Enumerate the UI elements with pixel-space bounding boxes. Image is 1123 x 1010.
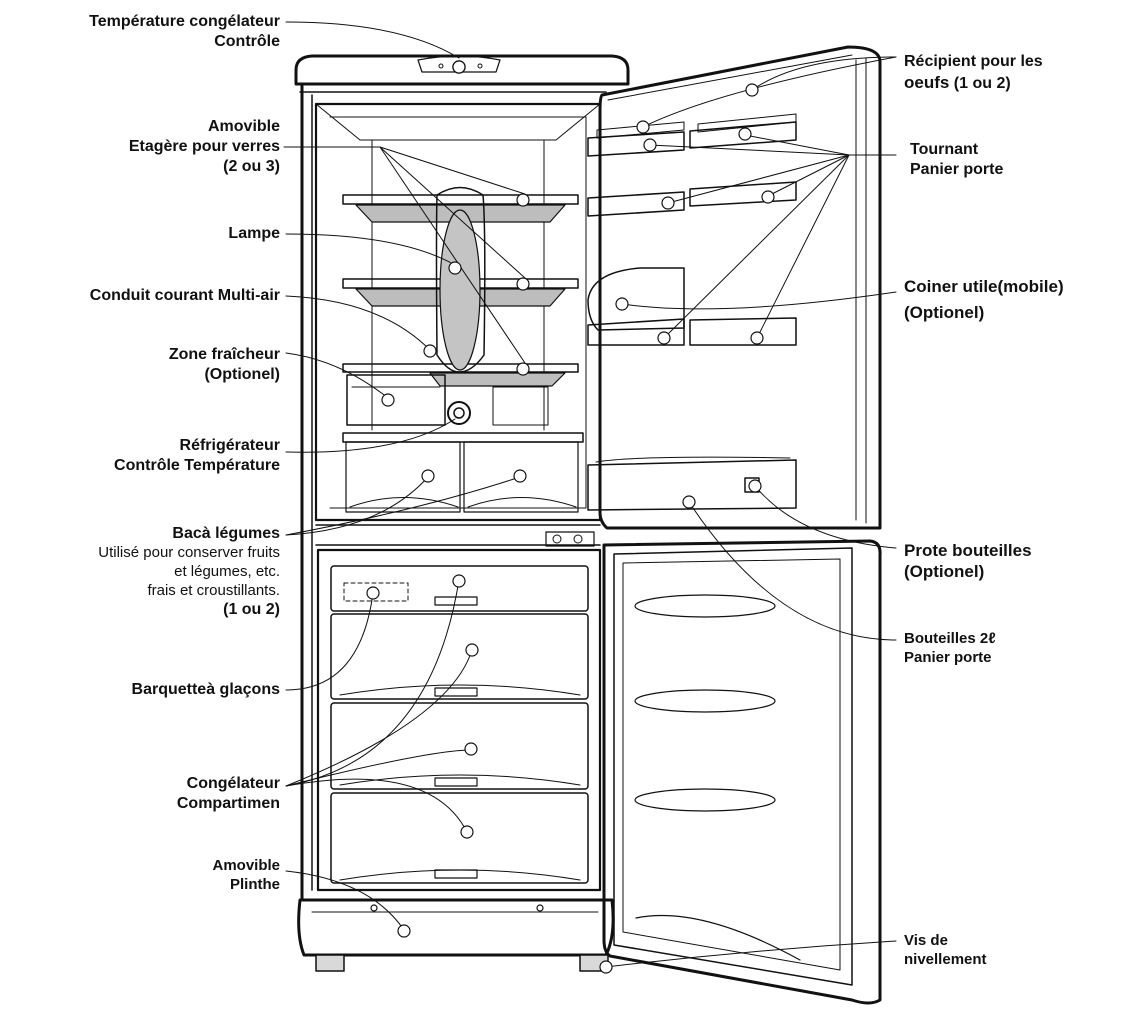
leader-lines bbox=[283, 21, 897, 968]
label-line: Amovible bbox=[207, 118, 280, 135]
label-glass-shelf: Amovible Etagère pour verres (2 ou 3) bbox=[129, 117, 280, 177]
label-line: Panier porte bbox=[910, 161, 1004, 178]
label-line: Plinthe bbox=[229, 875, 280, 893]
label-line: Réfrigérateur bbox=[179, 437, 280, 454]
fridge-temp-control[interactable] bbox=[447, 401, 471, 425]
freezer-section bbox=[316, 548, 602, 892]
label-word: (1 ou 2) bbox=[953, 75, 1011, 92]
ice-tray bbox=[343, 582, 409, 602]
label-freezer-temperature-control: Température congélateur Contrôle bbox=[89, 12, 280, 52]
label-line: Conduit courant Multi-air bbox=[89, 287, 280, 304]
label-line: oeufs (1 ou 2) bbox=[904, 72, 1043, 94]
freezer-drawer-3[interactable] bbox=[330, 702, 589, 790]
label-line: nivellement bbox=[904, 950, 987, 968]
label-line: Panier porte bbox=[904, 648, 992, 666]
label-removable-plinth: Amovible Plinthe bbox=[212, 857, 280, 895]
leveling-feet bbox=[315, 954, 609, 972]
label-vegetable-crisper: Bacà légumes Utilisé pour conserver frui… bbox=[98, 524, 280, 620]
top-cap bbox=[294, 54, 630, 93]
label-ice-tray: Barquetteà glaçons bbox=[132, 680, 280, 700]
label-utility-corner: Coiner utile(mobile) (Optionel) bbox=[904, 274, 1064, 325]
callout-markers bbox=[366, 60, 775, 974]
label-line: Tournant bbox=[910, 141, 979, 158]
label-line: Contrôle bbox=[214, 33, 280, 50]
label-line: Zone fraîcheur bbox=[168, 346, 280, 363]
label-line: Récipient pour les bbox=[904, 53, 1043, 70]
label-line: Vis de bbox=[904, 932, 948, 949]
plinth[interactable] bbox=[297, 898, 615, 957]
freezer-drawer-4[interactable] bbox=[330, 792, 589, 884]
label-line: Bacà légumes bbox=[172, 525, 280, 542]
label-line: (Optionel) bbox=[904, 562, 985, 582]
freezer-drawer-2[interactable] bbox=[330, 613, 589, 700]
label-line: Température congélateur bbox=[89, 13, 280, 30]
label-line: Utilisé pour conserver fruits bbox=[98, 544, 280, 561]
label-leveling-screws: Vis de nivellement bbox=[904, 932, 987, 970]
lamp bbox=[439, 209, 481, 371]
label-freezer-compartment: Congélateur Compartimen bbox=[177, 774, 280, 814]
label-line: Congélateur bbox=[186, 775, 280, 792]
label-lamp: Lampe bbox=[228, 224, 280, 244]
label-line: Coiner utile(mobile) bbox=[904, 277, 1064, 296]
fridge-cabinet bbox=[300, 82, 602, 902]
label-line: Etagère pour verres bbox=[128, 138, 280, 155]
label-line: Compartimen bbox=[176, 795, 280, 812]
label-line: frais et croustillants. bbox=[147, 581, 280, 599]
label-fresh-zone: Zone fraîcheur (Optionel) bbox=[169, 345, 280, 385]
door-baskets bbox=[587, 113, 797, 511]
label-line: Lampe bbox=[228, 225, 280, 242]
freezer-door[interactable] bbox=[602, 539, 882, 1005]
label-line: (Optionel) bbox=[904, 302, 985, 322]
label-line: Amovible bbox=[212, 857, 280, 874]
label-2l-bottle-door-basket: Bouteilles 2ℓ Panier porte bbox=[904, 630, 996, 668]
lamp-cover bbox=[435, 186, 486, 373]
label-fridge-temperature-control: Réfrigérateur Contrôle Température bbox=[114, 436, 280, 476]
label-line: (Optionel) bbox=[204, 366, 280, 383]
corner-utility bbox=[587, 267, 685, 331]
label-rotating-door-basket: Tournant Panier porte bbox=[910, 140, 1003, 180]
control-strip bbox=[315, 524, 601, 547]
label-line: et légumes, etc. bbox=[174, 562, 280, 580]
fridge-door[interactable] bbox=[598, 45, 882, 530]
label-line: Barquetteà glaçons bbox=[131, 681, 280, 698]
label-line: (1 ou 2) bbox=[223, 601, 280, 619]
label-egg-container: Récipient pour les oeufs (1 ou 2) bbox=[904, 52, 1043, 94]
label-word: oeufs bbox=[904, 73, 950, 92]
label-line: (2 ou 3) bbox=[223, 158, 280, 175]
label-line: Bouteilles 2ℓ bbox=[904, 630, 996, 647]
label-multi-air-duct: Conduit courant Multi-air bbox=[90, 286, 280, 306]
fresh-zone bbox=[346, 374, 446, 426]
label-line: Prote bouteilles bbox=[904, 541, 1032, 560]
label-bottle-holder: Prote bouteilles (Optionel) bbox=[904, 540, 1032, 583]
vegetable-crisper bbox=[342, 432, 584, 513]
label-line: Contrôle Température bbox=[114, 457, 280, 474]
freezer-drawer-1[interactable] bbox=[330, 565, 589, 612]
